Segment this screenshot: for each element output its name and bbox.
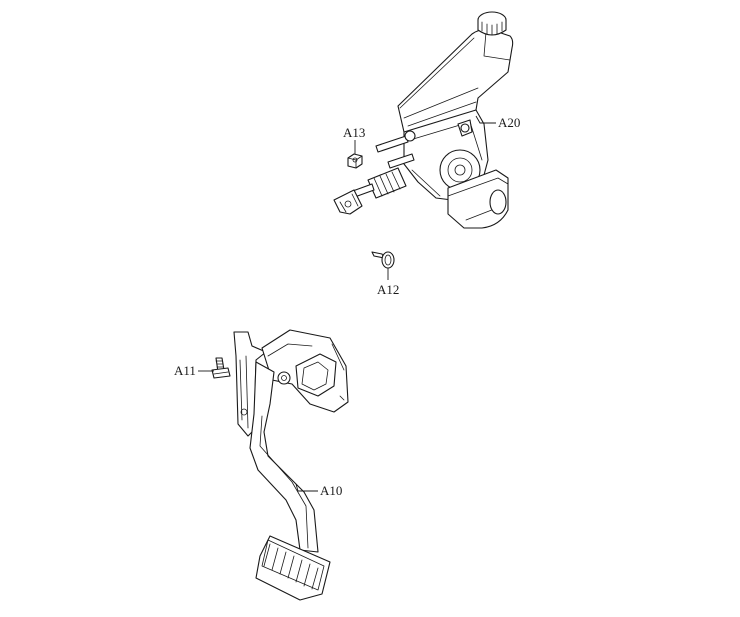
leader-a10 [295, 483, 318, 492]
part-a13-nut[interactable] [347, 153, 363, 169]
part-a11-bolt[interactable] [211, 357, 231, 379]
callout-a11: A11 [174, 363, 196, 378]
leader-a20 [475, 115, 496, 124]
callout-a13: A13 [343, 125, 365, 140]
part-a20-master-cylinder[interactable] [333, 11, 514, 229]
part-a12-pin[interactable] [371, 251, 395, 269]
leader-lines [198, 115, 496, 492]
callout-a12: A12 [377, 282, 399, 297]
part-a10-pedal-assembly[interactable] [233, 329, 349, 601]
callout-a10: A10 [320, 483, 342, 498]
callout-a20: A20 [498, 115, 520, 130]
